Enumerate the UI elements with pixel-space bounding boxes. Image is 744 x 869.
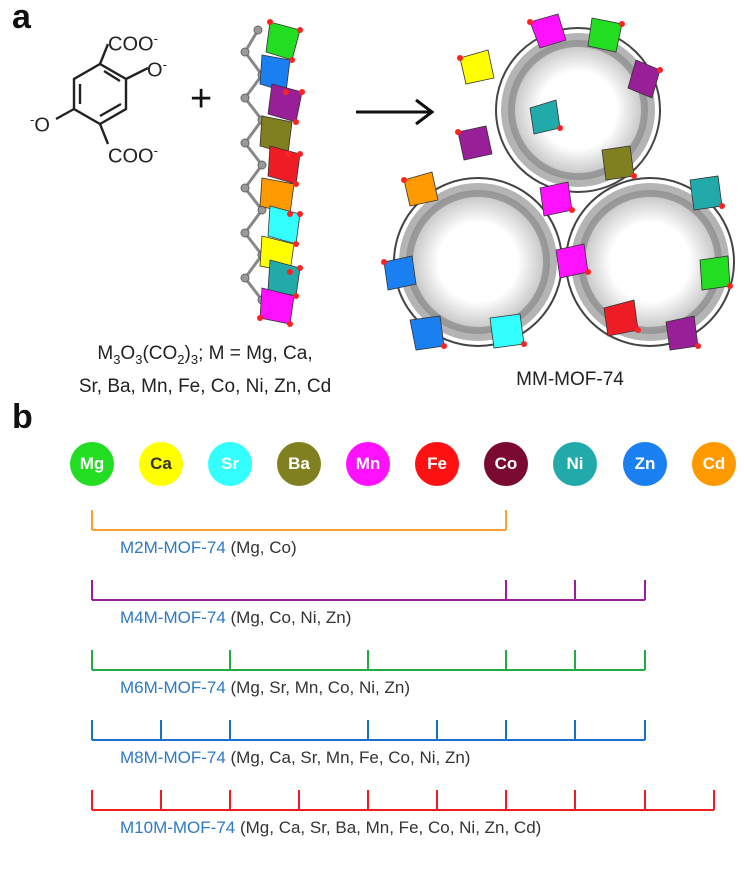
oxide-right: O- — [147, 57, 167, 82]
metal-circle-ba: Ba — [277, 442, 321, 486]
mof-name: M8M-MOF-74 — [120, 748, 226, 767]
oxide-left: -O — [30, 112, 50, 137]
metal-circle-sr: Sr — [208, 442, 252, 486]
metal-circle-mn: Mn — [346, 442, 390, 486]
panel-b-label: b — [12, 398, 33, 436]
carboxylate-bottom: COO- — [108, 143, 158, 168]
metal-circle-fe: Fe — [415, 442, 459, 486]
metal-circle-cd: Cd — [692, 442, 736, 486]
chain-formula-caption: M3O3(CO2)3; M = Mg, Ca, Sr, Ba, Mn, Fe, … — [78, 343, 332, 397]
mof-metal-list: (Mg, Ca, Sr, Ba, Mn, Fe, Co, Ni, Zn, Cd) — [239, 818, 542, 837]
metal-circle-ca: Ca — [139, 442, 183, 486]
mof-name: M2M-MOF-74 — [120, 538, 226, 557]
carboxylate-top: COO- — [108, 31, 158, 56]
metal-circle-co: Co — [484, 442, 528, 486]
mof-metal-list: (Mg, Co) — [230, 538, 297, 557]
metal-circle-zn: Zn — [623, 442, 667, 486]
mof-metal-list: (Mg, Ca, Sr, Mn, Fe, Co, Ni, Zn) — [230, 748, 471, 767]
plus-sign: + — [190, 78, 213, 120]
metal-circle-mg: Mg — [70, 442, 114, 486]
framework-caption: MM-MOF-74 — [516, 369, 624, 390]
mof-metal-list: (Mg, Co, Ni, Zn) — [230, 608, 352, 627]
mof-label: M6M-MOF-74 (Mg, Sr, Mn, Co, Ni, Zn) — [120, 678, 410, 698]
mof-label: M10M-MOF-74 (Mg, Ca, Sr, Ba, Mn, Fe, Co,… — [120, 818, 541, 838]
metal-circle-ni: Ni — [553, 442, 597, 486]
mof-name: M10M-MOF-74 — [120, 818, 236, 837]
mof-name: M4M-MOF-74 — [120, 608, 226, 627]
mof-metal-list: (Mg, Sr, Mn, Co, Ni, Zn) — [230, 678, 410, 697]
mof-label: M2M-MOF-74 (Mg, Co) — [120, 538, 297, 558]
mof-label: M4M-MOF-74 (Mg, Co, Ni, Zn) — [120, 608, 351, 628]
panel-a-label: a — [12, 0, 31, 36]
mof-label: M8M-MOF-74 (Mg, Ca, Sr, Mn, Fe, Co, Ni, … — [120, 748, 470, 768]
benzene-ring — [72, 62, 128, 126]
mof-name: M6M-MOF-74 — [120, 678, 226, 697]
